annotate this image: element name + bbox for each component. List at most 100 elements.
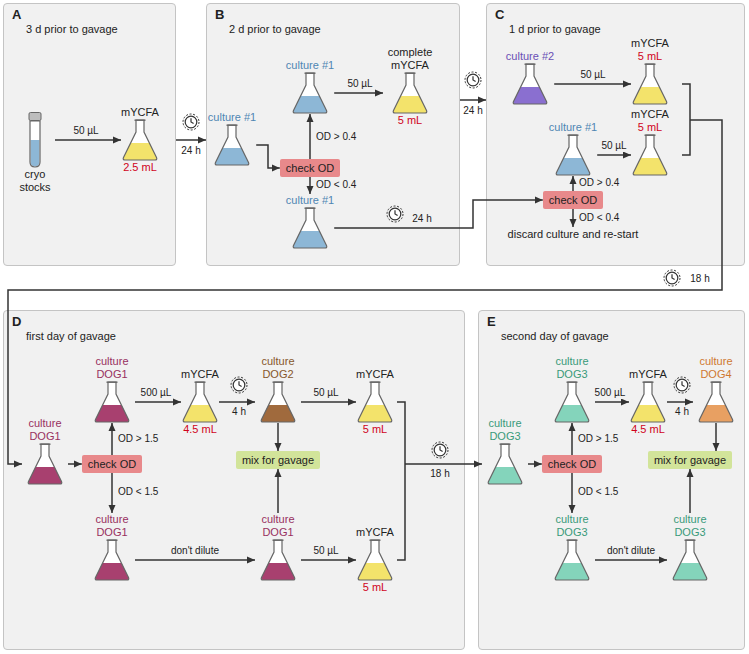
check-od-box: check OD — [543, 191, 603, 209]
flask-icon — [632, 134, 668, 176]
flow-arrow — [8, 266, 722, 464]
flask-node: culture DOG1 — [89, 513, 135, 581]
flask-icon — [392, 72, 428, 114]
tube-outline — [30, 121, 40, 167]
edge-label-patch: OD > 0.4 — [578, 177, 620, 189]
flow-arrow — [572, 209, 574, 227]
flow-arrow — [667, 401, 693, 403]
edge-label-patch: OD < 1.5 — [117, 486, 159, 498]
flask-icon — [94, 539, 130, 581]
flask-rim — [645, 134, 656, 135]
clock-icon — [674, 377, 690, 393]
flask-glass — [633, 64, 667, 104]
edge-label-patch: 50 µL — [312, 387, 339, 399]
clock-icon — [664, 270, 680, 286]
flask-liquid — [488, 467, 522, 484]
volume-label: 4.5 mL — [631, 423, 665, 436]
flask-liquid — [633, 87, 667, 104]
flask-liquid — [95, 405, 129, 422]
edge-label-patch: 24 h — [180, 145, 201, 157]
edge-label: OD > 1.5 — [577, 433, 619, 445]
flask-liquid — [633, 158, 667, 175]
flow-arrow — [256, 145, 280, 168]
flask-glass — [28, 444, 62, 484]
edge-label-patch: 18 h — [429, 468, 450, 480]
edge-label-patch: 50 µL — [600, 140, 627, 152]
edge-label: OD < 0.4 — [315, 179, 357, 191]
flow-arrow — [111, 473, 113, 513]
flask-rim — [135, 119, 146, 120]
edge-label: OD > 0.4 — [315, 131, 357, 143]
flask-liquid — [95, 563, 129, 580]
flask-outline — [556, 135, 590, 175]
edge-label: 50 µL — [312, 387, 339, 399]
flask-rim — [107, 540, 118, 541]
flask-outline — [513, 64, 547, 104]
edge-label-patch: OD > 1.5 — [117, 433, 159, 445]
flow-arrow — [571, 423, 573, 455]
flow-arrow — [176, 139, 206, 141]
edge-label-patch: OD < 0.4 — [315, 179, 357, 191]
flask-label: mYCFA — [121, 106, 159, 119]
flask-label: cryo stocks — [15, 168, 55, 194]
panel-letter: C — [495, 7, 744, 23]
flask-icon — [260, 539, 296, 581]
tube-liquid — [31, 140, 40, 166]
flask-liquid — [393, 96, 427, 113]
flask-node: culture #1 — [286, 59, 334, 114]
flask-label: complete mYCFA — [383, 46, 437, 72]
flask-liquid — [28, 467, 62, 484]
volume-label: 5 mL — [363, 423, 387, 436]
edge-label: 50 µL — [72, 125, 99, 137]
flask-rim — [568, 134, 579, 135]
flask-icon — [555, 134, 591, 176]
flask-outline — [95, 382, 129, 422]
flask-outline — [28, 444, 62, 484]
flask-node: culture #1 — [208, 111, 256, 166]
check-od-box: check OD — [82, 455, 142, 473]
flask-glass — [488, 444, 522, 484]
flask-node: culture DOG4 — [693, 355, 739, 423]
flask-outline — [633, 135, 667, 175]
flow-arrow — [301, 401, 356, 403]
panel-letter: B — [215, 7, 459, 23]
flask-outline — [293, 73, 327, 113]
panel: C1 d prior to gavageculture #2mYCFA5 mLc… — [486, 3, 745, 266]
edge-label: OD < 1.5 — [577, 486, 619, 498]
box-label: mix for gavage — [654, 453, 726, 467]
flask-glass — [123, 120, 157, 160]
flask-liquid — [699, 405, 733, 422]
flask-liquid — [261, 405, 295, 422]
edge-label-patch: don't dilute — [606, 545, 656, 557]
panel-title: second day of gavage — [501, 330, 744, 343]
flask-rim — [405, 72, 416, 73]
flask-liquid — [555, 563, 589, 580]
flask-node: culture DOG3 — [667, 513, 713, 581]
flask-icon — [698, 381, 734, 423]
flask-node: mYCFA5 mL — [631, 37, 669, 105]
flask-label: culture #1 — [208, 111, 256, 124]
edge-label: 50 µL — [312, 545, 339, 557]
bracket — [397, 402, 465, 560]
panel-title: 3 d prior to gavage — [26, 23, 175, 36]
flask-liquid — [555, 405, 589, 422]
flask-rim — [305, 207, 316, 208]
edge-label-patch: 50 µL — [346, 78, 373, 90]
flask-rim — [370, 540, 381, 541]
flask-rim — [685, 540, 696, 541]
flask-node: mYCFA5 mL — [631, 108, 669, 176]
flask-glass — [183, 382, 217, 422]
edge-label: OD > 1.5 — [117, 433, 159, 445]
edge-label-patch: OD < 0.4 — [578, 212, 620, 224]
flask-label: mYCFA — [356, 526, 394, 539]
flow-arrow — [277, 469, 279, 513]
edge-label: OD < 0.4 — [578, 212, 620, 224]
edge-label: 18 h — [429, 468, 450, 480]
volume-label: 5 mL — [363, 581, 387, 594]
edge-label-patch: 50 µL — [312, 545, 339, 557]
flask-icon — [292, 207, 328, 249]
flow-arrow — [572, 176, 574, 191]
flask-outline — [183, 382, 217, 422]
flask-glass — [555, 382, 589, 422]
flask-label: culture DOG3 — [549, 513, 595, 539]
